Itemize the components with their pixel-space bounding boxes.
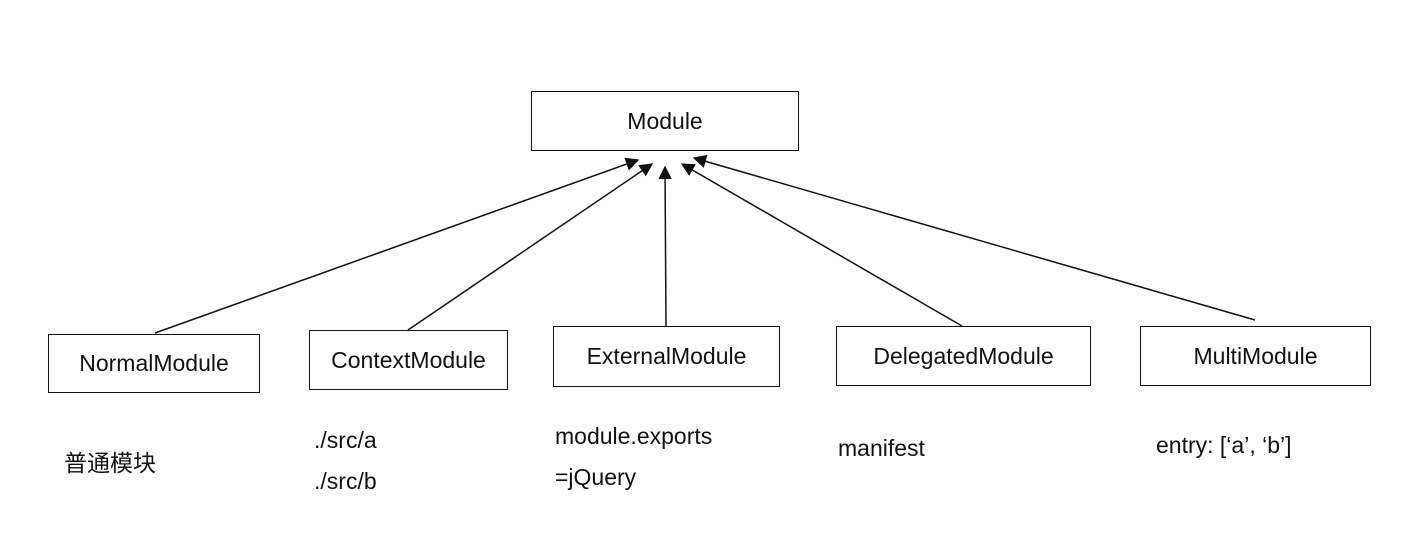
edge-multimodule-to-module [692, 154, 1256, 321]
delegatedmodule-label: DelegatedModule [873, 342, 1054, 369]
delegatedmodule-box: DelegatedModule [836, 326, 1091, 386]
multimodule-box: MultiModule [1140, 326, 1371, 386]
contextmodule-label: ContextModule [331, 346, 486, 373]
edge-contextmodule-to-module [407, 163, 654, 331]
edge-externalmodule-to-module [658, 165, 672, 327]
edge-delegatedmodule-to-module [680, 163, 963, 327]
delegatedmodule-note-line: manifest [838, 435, 925, 461]
module-box: Module [531, 91, 799, 151]
externalmodule-box: ExternalModule [553, 326, 780, 387]
externalmodule-note-line: =jQuery [555, 464, 637, 490]
contextmodule-note-line: ./src/b [314, 468, 377, 494]
contextmodule-note-line: ./src/a [314, 427, 377, 453]
contextmodule-box: ContextModule [309, 330, 508, 390]
delegatedmodule-note: manifest [838, 428, 925, 469]
multimodule-note-line: entry: [‘a’, ‘b’] [1156, 432, 1292, 458]
externalmodule-note-line: module.exports [555, 423, 713, 449]
normalmodule-label: NormalModule [79, 350, 229, 376]
edge-normalmodule-to-module [154, 157, 640, 334]
module-label: Module [627, 107, 703, 134]
contextmodule-note: ./src/a ./src/b [314, 420, 377, 502]
normalmodule-note: 普通模块 [64, 443, 156, 484]
externalmodule-label: ExternalModule [586, 343, 747, 369]
normalmodule-note-line: 普通模块 [64, 450, 156, 476]
multimodule-note: entry: [‘a’, ‘b’] [1156, 425, 1292, 466]
normalmodule-box: NormalModule [48, 334, 260, 393]
multimodule-label: MultiModule [1193, 342, 1318, 369]
externalmodule-note: module.exports =jQuery [555, 416, 712, 498]
